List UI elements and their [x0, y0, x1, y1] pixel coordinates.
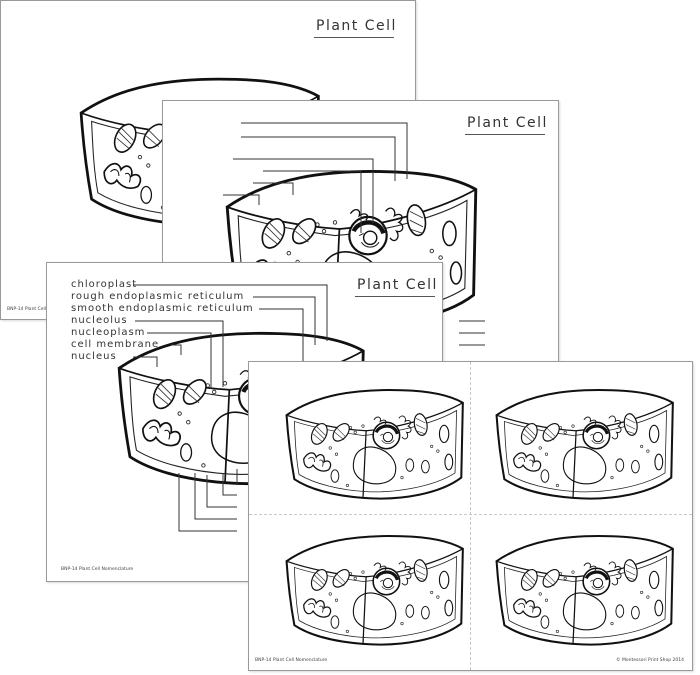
page-2-title-underline: [465, 134, 545, 135]
card-sheet-page-4: BNP-14 Plant Cell Nomenclature © Montess…: [248, 361, 693, 671]
page-4-footer-left: BNP-14 Plant Cell Nomenclature: [255, 658, 328, 663]
label-nucleoplasm: nucleoplasm: [71, 327, 146, 338]
card-cut-line-horizontal: [249, 514, 692, 515]
page-4-footer-right: © Montessori Print Shop 2014: [616, 658, 684, 663]
label-nucleus: nucleus: [71, 351, 117, 362]
page-2-cell-illustration: [223, 122, 485, 346]
label-smooth-er: smooth endoplasmic reticulum: [71, 303, 254, 314]
page-2-title: Plant Cell: [467, 115, 548, 131]
page-1-title: Plant Cell: [316, 18, 397, 34]
page-3-title-underline: [355, 296, 435, 297]
page-1-title-underline: [314, 37, 394, 38]
page-3-leader-lines: [133, 284, 328, 532]
page-1-footer: BNP-14 Plant Cell: [7, 307, 47, 312]
label-chloroplast: chloroplast: [71, 279, 138, 290]
page-3-cell-illustration: [47, 284, 442, 532]
label-nucleolus: nucleolus: [71, 315, 128, 326]
page-3-title: Plant Cell: [357, 277, 438, 293]
label-rough-er: rough endoplasmic reticulum: [71, 291, 245, 302]
card-cut-line-vertical: [470, 362, 471, 670]
label-cell-membrane: cell membrane: [71, 339, 160, 350]
card-cell-illustrations: [284, 388, 675, 647]
page-3-footer: BNP-14 Plant Cell Nomenclature: [61, 567, 134, 572]
page-2-label-lines: [223, 122, 485, 346]
